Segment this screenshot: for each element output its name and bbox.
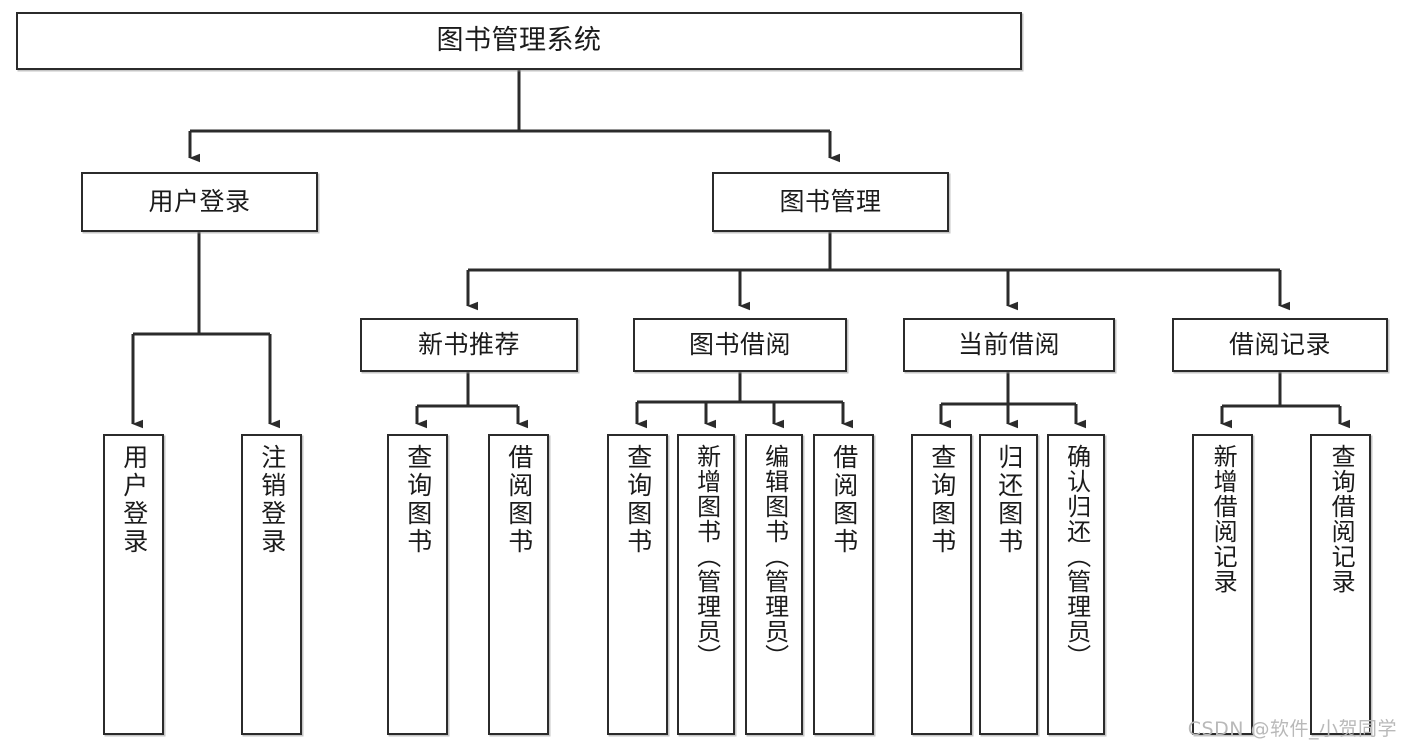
node-book-management[interactable]: 图书管理	[712, 172, 949, 232]
node-new-book-recommend[interactable]: 新书推荐	[360, 318, 578, 372]
node-borrow-record-label: 借阅记录	[1228, 330, 1331, 359]
leaf-current-return-book-label: 归还图书	[994, 444, 1024, 556]
leaf-record-query-record-label: 查询借阅记录	[1327, 444, 1356, 594]
csdn-watermark: CSDN @软件_小贺同学	[1187, 718, 1397, 740]
leaf-current-return-book[interactable]: 归还图书	[979, 434, 1038, 735]
node-borrow-record[interactable]: 借阅记录	[1172, 318, 1388, 372]
leaf-current-query-book-label: 查询图书	[927, 444, 957, 556]
leaf-user-login-login-label: 用户登录	[119, 444, 149, 556]
leaf-borrow-add-book-admin-label: 新增图书（管理员）	[692, 444, 721, 669]
node-book-borrow[interactable]: 图书借阅	[633, 318, 847, 372]
node-book-borrow-label: 图书借阅	[688, 330, 791, 359]
leaf-borrow-query-book[interactable]: 查询图书	[607, 434, 668, 735]
leaf-borrow-edit-book-admin[interactable]: 编辑图书（管理员）	[745, 434, 803, 735]
leaf-current-query-book[interactable]: 查询图书	[911, 434, 972, 735]
node-root-book-management-system[interactable]: 图书管理系统	[16, 12, 1022, 70]
leaf-borrow-add-book-admin[interactable]: 新增图书（管理员）	[677, 434, 735, 735]
leaf-user-login-login[interactable]: 用户登录	[103, 434, 164, 735]
leaf-current-confirm-return-admin-label: 确认归还（管理员）	[1062, 444, 1091, 669]
node-current-borrow[interactable]: 当前借阅	[903, 318, 1115, 372]
leaf-borrow-edit-book-admin-label: 编辑图书（管理员）	[760, 444, 789, 669]
leaf-record-add-record[interactable]: 新增借阅记录	[1192, 434, 1253, 735]
leaf-borrow-query-book-label: 查询图书	[623, 444, 653, 556]
leaf-user-login-logout-label: 注销登录	[257, 444, 287, 556]
leaf-borrow-borrow-book-label: 借阅图书	[829, 444, 859, 556]
node-current-borrow-label: 当前借阅	[957, 330, 1060, 359]
leaf-new-book-query[interactable]: 查询图书	[387, 434, 448, 735]
node-book-management-label: 图书管理	[779, 187, 882, 216]
leaf-record-query-record[interactable]: 查询借阅记录	[1310, 434, 1371, 735]
node-root-label: 图书管理系统	[436, 24, 602, 56]
leaf-record-add-record-label: 新增借阅记录	[1209, 444, 1238, 594]
leaf-new-book-query-label: 查询图书	[403, 444, 433, 556]
leaf-current-confirm-return-admin[interactable]: 确认归还（管理员）	[1047, 434, 1105, 735]
node-user-login-label: 用户登录	[148, 187, 251, 216]
node-user-login[interactable]: 用户登录	[81, 172, 318, 232]
leaf-new-book-borrow-label: 借阅图书	[504, 444, 534, 556]
leaf-borrow-borrow-book[interactable]: 借阅图书	[813, 434, 874, 735]
leaf-new-book-borrow[interactable]: 借阅图书	[488, 434, 549, 735]
node-new-book-recommend-label: 新书推荐	[417, 330, 520, 359]
leaf-user-login-logout[interactable]: 注销登录	[241, 434, 302, 735]
